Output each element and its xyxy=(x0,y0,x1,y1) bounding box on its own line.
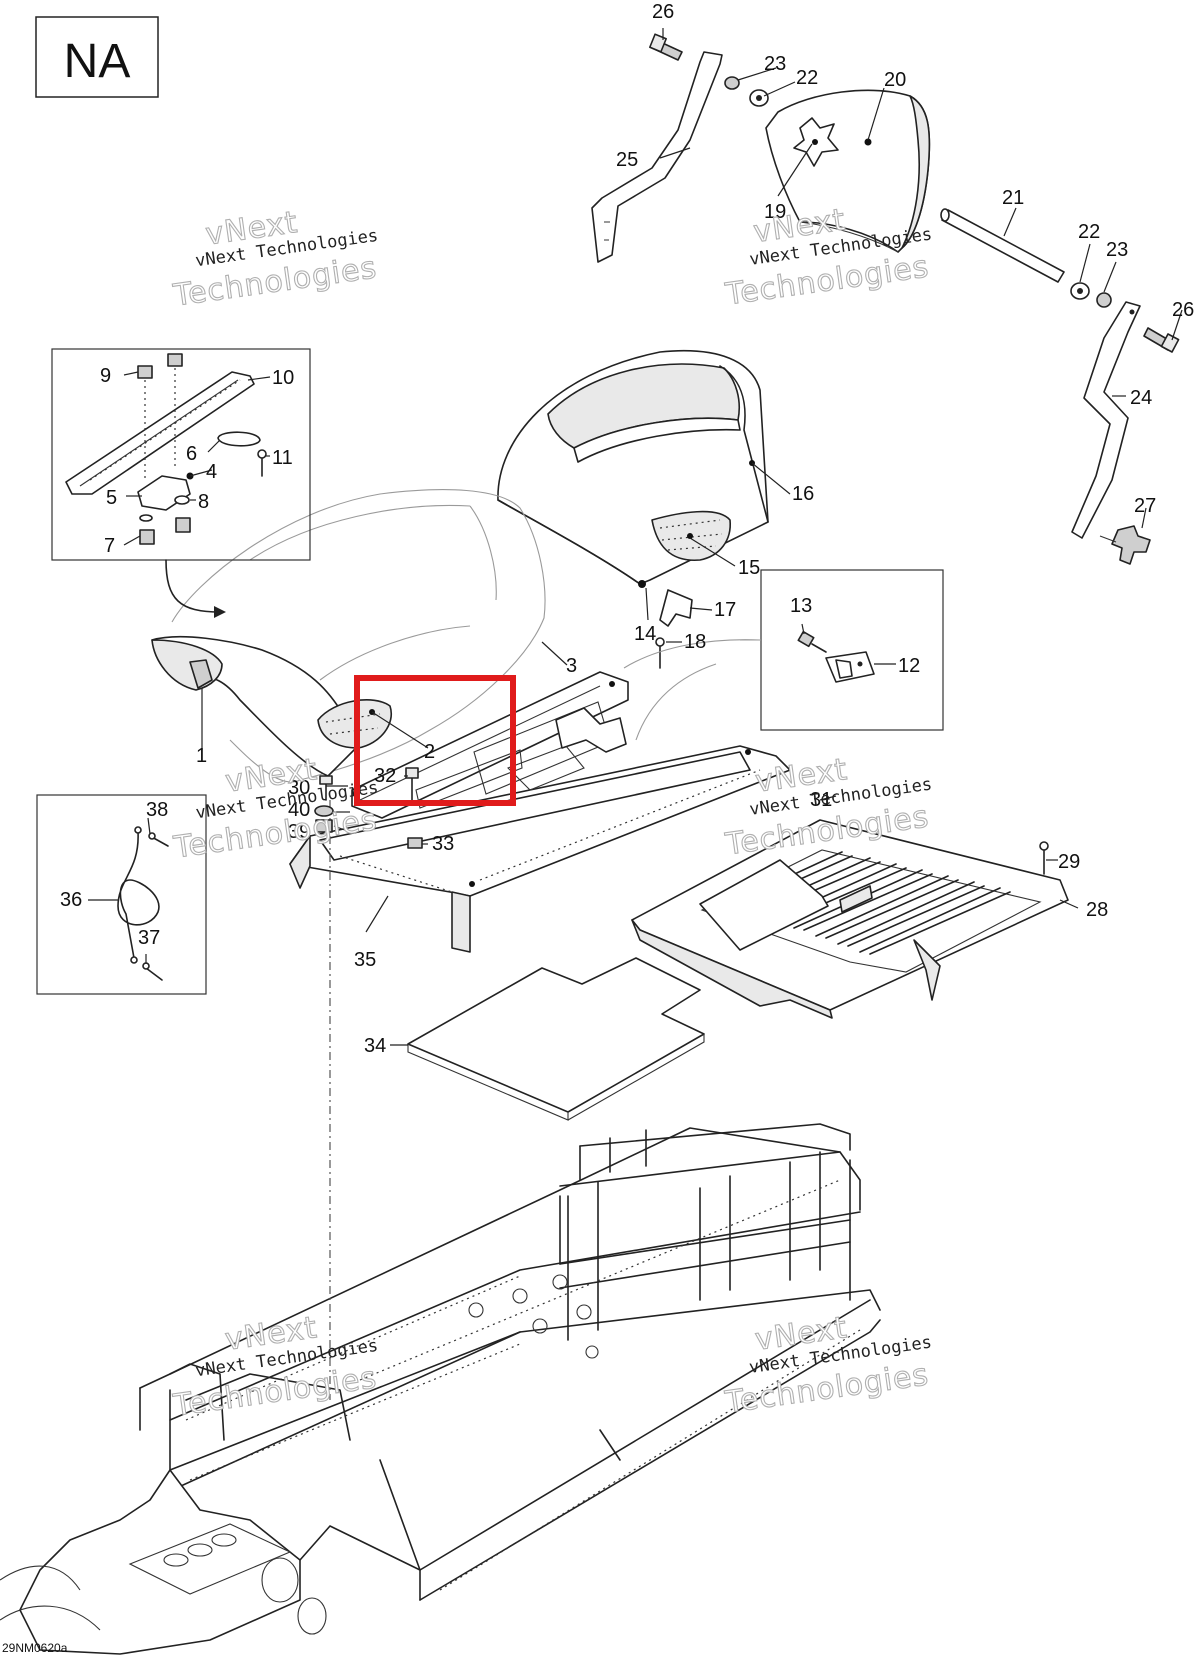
left-backrest-bracket xyxy=(591,51,723,263)
callout-11: 11 xyxy=(272,447,293,469)
callout-20: 20 xyxy=(884,69,906,91)
callout-28: 28 xyxy=(1086,899,1108,921)
watermark-top-left: vNext vNext Technologies Technologies xyxy=(170,204,380,314)
callout-34: 34 xyxy=(364,1035,386,1057)
highlight-box xyxy=(354,675,516,806)
callout-31: 31 xyxy=(810,789,832,811)
callout-21: 21 xyxy=(1002,187,1024,209)
watermark-bottom-right: vNext vNext Technologies Technologies xyxy=(722,1310,933,1422)
callout-10: 10 xyxy=(272,367,294,389)
inset-panel-latch xyxy=(51,348,311,561)
callout-26-right: 26 xyxy=(1172,299,1194,321)
callout-14: 14 xyxy=(634,623,656,645)
callout-38: 38 xyxy=(146,799,168,821)
callout-25: 25 xyxy=(616,149,638,171)
callout-35: 35 xyxy=(354,949,376,971)
callout-7: 7 xyxy=(104,535,115,557)
lock-washer-23-right xyxy=(1096,292,1112,308)
callout-27: 27 xyxy=(1134,495,1156,517)
callout-39: 39 xyxy=(288,821,310,843)
callout-30: 30 xyxy=(288,777,310,799)
passenger-seat xyxy=(497,349,769,669)
leader-lines xyxy=(88,28,1183,1046)
callout-33: 33 xyxy=(432,833,454,855)
callout-40: 40 xyxy=(288,799,310,821)
callout-9: 9 xyxy=(100,365,111,387)
inset-panel-hinge xyxy=(760,569,944,731)
mat-34 xyxy=(407,957,705,1113)
svg-text:vNext: vNext xyxy=(223,1310,320,1358)
callout-23-right: 23 xyxy=(1106,239,1128,261)
drawing-reference-code: 29NM0620a xyxy=(2,1641,68,1655)
knob-27 xyxy=(1111,525,1151,565)
callout-24: 24 xyxy=(1130,387,1152,409)
callout-1: 1 xyxy=(196,745,207,767)
callout-6: 6 xyxy=(186,443,197,465)
seat-leader-arrow xyxy=(165,559,221,613)
callout-numbers: 26 23 22 20 25 19 21 22 23 26 24 27 16 1… xyxy=(60,1,1194,1057)
cargo-lid xyxy=(631,819,1069,1019)
right-backrest-bracket xyxy=(1071,301,1141,539)
fasteners-center xyxy=(314,767,1049,875)
callout-23-left: 23 xyxy=(764,53,786,75)
seat-base xyxy=(151,635,393,777)
driver-seat-outline xyxy=(171,489,546,783)
region-label: NA xyxy=(64,35,131,88)
watermark-bottom-left: vNext vNext Technologies Technologies xyxy=(170,1310,380,1425)
callout-36: 36 xyxy=(60,889,82,911)
svg-text:vNext: vNext xyxy=(203,205,300,253)
lock-washer-23-left xyxy=(724,76,740,90)
callout-19: 19 xyxy=(764,201,786,223)
callout-22-right: 22 xyxy=(1078,221,1100,243)
callout-16: 16 xyxy=(792,483,814,505)
callout-37: 37 xyxy=(138,927,160,949)
callout-29: 29 xyxy=(1058,851,1080,873)
callout-2: 2 xyxy=(424,741,435,763)
backrest-rod xyxy=(941,209,1065,283)
callout-12: 12 xyxy=(898,655,920,677)
callout-22-left: 22 xyxy=(796,67,818,89)
callout-18: 18 xyxy=(684,631,706,653)
bolt-26-top xyxy=(649,33,683,61)
callout-32: 32 xyxy=(374,765,396,787)
bolt-26-right xyxy=(1143,327,1180,353)
callout-15: 15 xyxy=(738,557,760,579)
callout-4: 4 xyxy=(206,461,217,483)
callout-13: 13 xyxy=(790,595,812,617)
backrest-assembly xyxy=(591,33,1180,565)
chassis-frame xyxy=(0,1123,881,1655)
callout-8: 8 xyxy=(198,491,209,513)
callout-5: 5 xyxy=(106,487,117,509)
inset-panel-tether xyxy=(36,794,207,995)
callout-26-top: 26 xyxy=(652,1,674,23)
callout-3: 3 xyxy=(566,655,577,677)
cargo-box xyxy=(289,639,791,953)
region-label-box: NA xyxy=(35,16,159,98)
callout-17: 17 xyxy=(714,599,736,621)
